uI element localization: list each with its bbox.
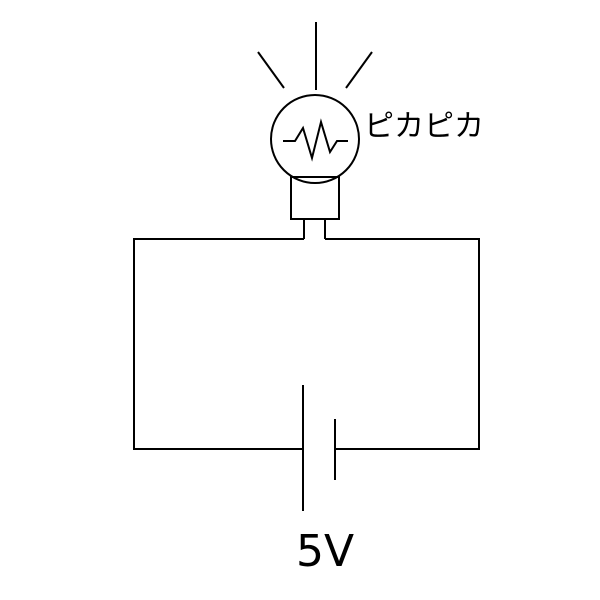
bulb-glass [270,94,360,184]
wire-left [133,238,304,450]
wire-right [325,238,480,450]
battery-symbol [302,385,336,511]
light-ray-right [345,51,373,89]
battery-voltage-label: 5V [296,526,354,577]
light-rays [257,22,373,90]
bulb-filament [283,118,348,162]
light-bulb [270,94,360,239]
bulb-base [290,176,340,220]
circuit-wires [133,238,480,450]
bulb-label: ピカピカ [364,109,484,144]
light-ray-left [257,51,285,89]
